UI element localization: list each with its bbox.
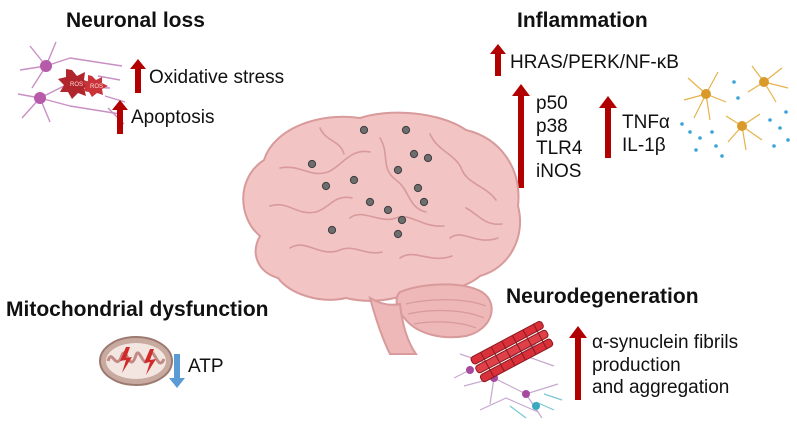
inflammation-title: Inflammation: [517, 9, 648, 32]
neuronal-loss-title: Neuronal loss: [66, 9, 205, 32]
inflammation-markers-right: TNFα IL-1β: [622, 112, 670, 157]
marker-il-1-beta: IL-1β: [622, 134, 666, 156]
svg-text:ROS: ROS: [90, 84, 103, 90]
microglia-icon: [680, 65, 790, 158]
atp-label: ATP: [188, 356, 224, 377]
inflammation-markers-left: p50 p38 TLR4 iNOS: [536, 93, 582, 183]
mitochondrion-icon: [99, 336, 173, 386]
arrow-up-icon: [130, 59, 146, 93]
arrow-down-icon: [169, 354, 185, 388]
svg-text:ROS: ROS: [70, 82, 83, 88]
damaged-neurons-icon: ROS ROS: [17, 41, 126, 125]
brain-icon: [242, 111, 521, 355]
neurodegeneration-title: Neurodegeneration: [506, 285, 699, 308]
arrow-up-icon: [490, 44, 506, 76]
marker-inos: iNOS: [536, 160, 582, 182]
arrow-up-icon: [512, 84, 530, 188]
arrow-up-icon: [599, 96, 617, 158]
neurodegeneration-items: α-synuclein fibrils production and aggre…: [592, 332, 738, 400]
production-label: production: [592, 354, 681, 376]
synuclein-fibrils-label: α-synuclein fibrils: [592, 332, 739, 353]
marker-p50: p50: [536, 93, 568, 114]
apoptosis-label: Apoptosis: [131, 107, 215, 128]
marker-tlr4: TLR4: [536, 138, 583, 159]
oxidative-stress-label: Oxidative stress: [149, 67, 285, 88]
marker-p38: p38: [536, 115, 568, 137]
arrow-up-icon: [569, 326, 587, 400]
synuclein-fibril-icon: [453, 320, 563, 419]
mitochondrial-dysfunction-title: Mitochondrial dysfunction: [6, 298, 269, 321]
arrow-up-icon: [112, 100, 128, 134]
pathway-label: HRAS/PERK/NF-κB: [510, 52, 679, 73]
aggregation-label: and aggregation: [592, 377, 730, 398]
marker-tnf-alpha: TNFα: [622, 112, 670, 133]
